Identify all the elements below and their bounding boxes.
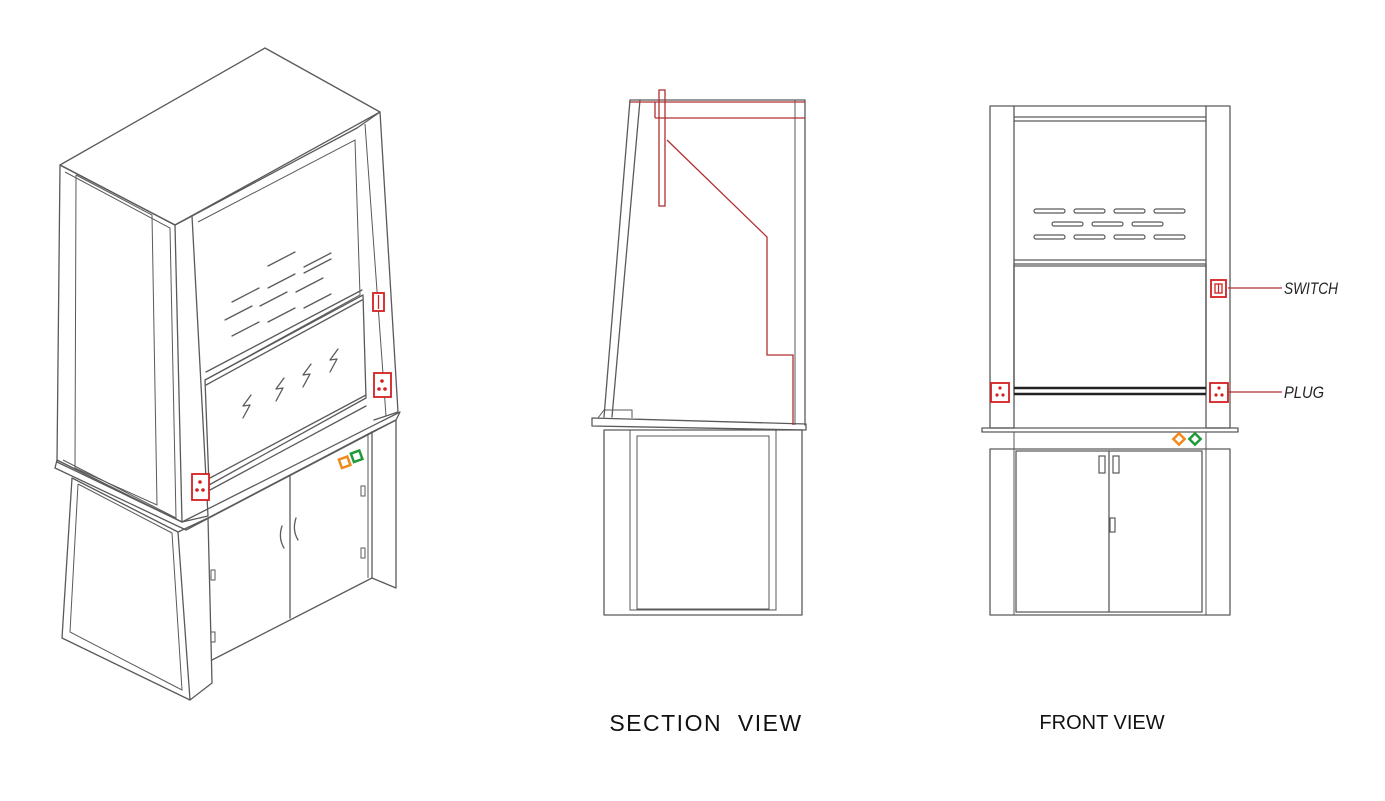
front-plug-right [1209, 382, 1229, 403]
isometric-gas-knobs [337, 448, 365, 470]
isometric-louvres [224, 251, 332, 337]
plug-callout-label: PLUG [1284, 383, 1324, 402]
front-view: SWITCH PLUG FRONT VIEW [981, 105, 1339, 734]
section-view-label: SECTION VIEW [609, 710, 802, 736]
front-plug-left [990, 382, 1010, 403]
front-switch [1210, 279, 1227, 298]
section-baffle-lines [630, 89, 805, 425]
isometric-plug-right [373, 372, 392, 398]
switch-callout-label: SWITCH [1284, 279, 1339, 298]
isometric-lightning-icons [242, 348, 339, 419]
section-view: SECTION VIEW [591, 89, 807, 736]
isometric-switch [372, 292, 385, 312]
front-view-label: FRONT VIEW [1039, 712, 1164, 734]
front-gas-knobs [1171, 431, 1203, 447]
isometric-view [54, 47, 401, 701]
isometric-plug-left [191, 473, 210, 501]
front-louvres [1033, 208, 1186, 240]
